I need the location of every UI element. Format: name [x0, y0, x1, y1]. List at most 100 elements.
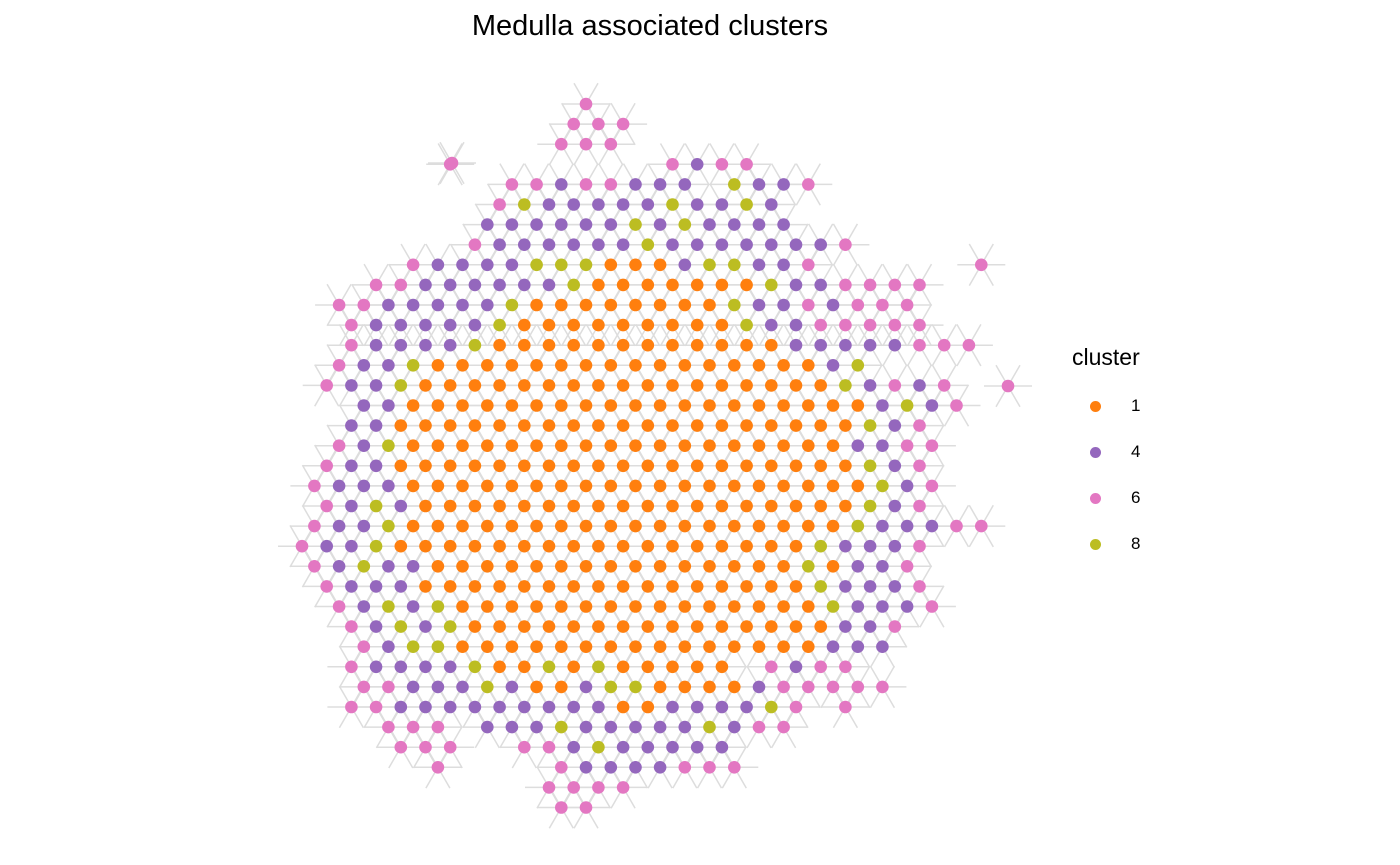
spot-cluster-4 [332, 519, 346, 533]
spot-cluster-4 [382, 359, 395, 372]
spot-cluster-1 [604, 298, 618, 312]
spot-cluster-6 [839, 700, 852, 714]
spot-cluster-6 [913, 278, 926, 292]
spot-cluster-1 [629, 600, 642, 613]
spot-cluster-1 [715, 379, 729, 392]
spot-cluster-6 [789, 700, 803, 714]
spot-cluster-8 [863, 499, 877, 513]
spot-cluster-1 [678, 600, 692, 613]
spot-cluster-8 [567, 278, 580, 292]
spot-cluster-4 [394, 318, 408, 332]
spot-cluster-6 [542, 740, 556, 754]
spot-cluster-6 [567, 117, 580, 131]
spot-cluster-4 [876, 640, 889, 653]
spot-cluster-1 [678, 519, 692, 533]
spot-cluster-1 [406, 519, 420, 533]
spot-cluster-1 [579, 640, 593, 653]
spot-cluster-6 [728, 761, 741, 774]
spot-cluster-1 [505, 359, 519, 372]
spot-cluster-1 [653, 640, 667, 653]
spot-cluster-1 [530, 640, 543, 653]
spot-cluster-1 [456, 560, 469, 573]
spot-cluster-4 [406, 680, 420, 694]
spot-cluster-1 [530, 298, 543, 312]
spot-cluster-4 [604, 761, 618, 774]
spot-cluster-4 [345, 379, 358, 392]
spot-cluster-1 [839, 499, 852, 513]
spot-cluster-4 [419, 620, 432, 633]
spot-cluster-6 [950, 519, 963, 533]
spot-cluster-1 [678, 640, 692, 653]
spot-cluster-1 [505, 600, 519, 613]
spot-cluster-6 [839, 318, 852, 332]
spot-cluster-6 [518, 740, 531, 754]
spot-cluster-4 [567, 238, 580, 251]
spot-cluster-1 [814, 499, 827, 513]
spot-cluster-1 [777, 600, 790, 613]
spot-cluster-1 [703, 519, 716, 533]
legend-key-1 [1090, 400, 1101, 412]
spot-cluster-1 [653, 680, 667, 694]
spot-cluster-4 [789, 318, 803, 332]
spot-cluster-1 [641, 379, 655, 392]
spot-cluster-4 [876, 519, 889, 533]
spot-cluster-6 [802, 680, 815, 694]
spot-cluster-6 [505, 178, 519, 191]
spot-cluster-4 [369, 318, 383, 332]
spot-cluster-8 [900, 399, 914, 412]
spot-cluster-4 [839, 580, 852, 593]
spot-cluster-1 [814, 379, 827, 392]
spot-cluster-4 [579, 218, 593, 231]
spot-cluster-4 [530, 218, 543, 231]
spot-cluster-1 [740, 459, 753, 473]
spot-cluster-1 [740, 620, 753, 633]
spot-cluster-1 [752, 479, 766, 493]
spot-cluster-1 [567, 539, 580, 553]
spot-cluster-4 [394, 660, 408, 674]
spot-cluster-8 [468, 660, 482, 674]
spot-cluster-4 [443, 278, 457, 292]
spot-cluster-4 [406, 560, 420, 573]
spot-cluster-6 [752, 720, 766, 734]
spot-cluster-6 [604, 137, 618, 151]
spot-cluster-6 [308, 479, 321, 493]
spot-cluster-1 [728, 479, 741, 493]
spot-cluster-6 [715, 158, 729, 171]
spot-cluster-6 [382, 720, 395, 734]
spot-cluster-4 [431, 258, 445, 272]
spot-cluster-4 [481, 218, 494, 231]
spot-cluster-1 [641, 620, 655, 633]
spot-cluster-4 [345, 499, 358, 513]
spot-cluster-1 [443, 379, 457, 392]
spot-cluster-1 [666, 580, 679, 593]
spot-cluster-1 [641, 278, 655, 292]
spot-cluster-4 [888, 338, 902, 352]
spot-cluster-1 [814, 620, 827, 633]
spot-cluster-6 [888, 620, 902, 633]
spot-cluster-4 [555, 178, 568, 191]
spot-cluster-4 [653, 761, 667, 774]
spot-cluster-1 [518, 539, 531, 553]
spot-cluster-1 [443, 419, 457, 432]
spot-cluster-1 [542, 379, 556, 392]
spot-cluster-4 [419, 278, 432, 292]
spot-cluster-6 [913, 539, 926, 553]
spot-cluster-1 [505, 519, 519, 533]
lattice-star [984, 364, 1032, 408]
spot-cluster-6 [320, 459, 334, 473]
spot-cluster-1 [728, 519, 741, 533]
spot-cluster-6 [777, 680, 790, 694]
spot-cluster-1 [839, 419, 852, 432]
spot-cluster-4 [900, 479, 914, 493]
spot-cluster-1 [406, 479, 420, 493]
spot-cluster-4 [406, 298, 420, 312]
spot-cluster-8 [629, 218, 642, 231]
spot-cluster-1 [604, 258, 618, 272]
spot-cluster-6 [913, 459, 926, 473]
spot-cluster-4 [826, 298, 840, 312]
spot-cluster-1 [592, 419, 605, 432]
spot-cluster-1 [826, 560, 840, 573]
spot-cluster-1 [653, 298, 667, 312]
spot-cluster-1 [802, 439, 815, 453]
spot-cluster-4 [616, 238, 630, 251]
